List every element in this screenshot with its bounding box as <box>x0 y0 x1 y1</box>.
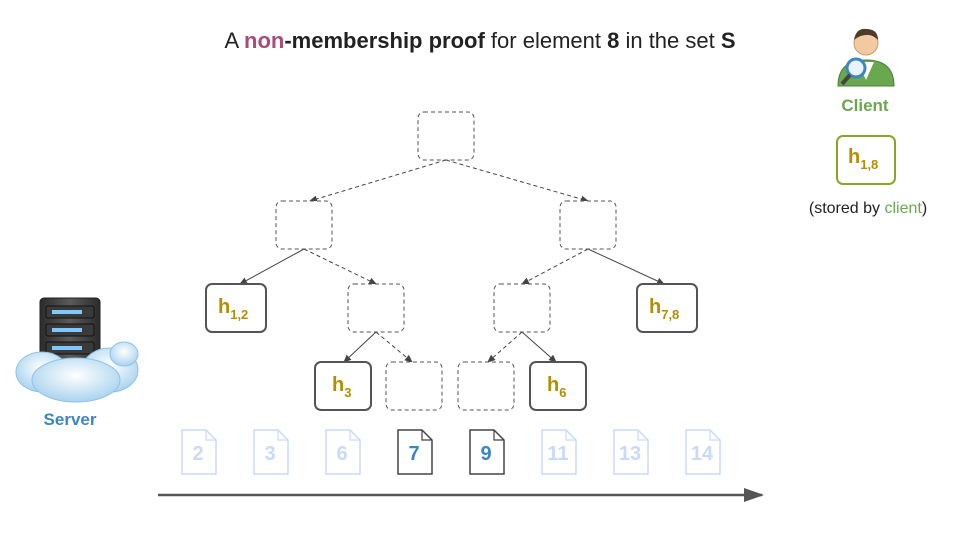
leaf-doc-6: 6 <box>325 429 361 475</box>
leaf-doc-shape <box>469 429 505 475</box>
edge-r-rl <box>521 248 589 285</box>
h3-sub: 3 <box>344 385 351 400</box>
leaf-doc-fold <box>277 430 288 441</box>
stored-by-client-note: (stored by client) <box>788 200 948 218</box>
leaf-doc-shape <box>181 429 217 475</box>
svg-text:h6: h6 <box>547 374 566 400</box>
leaf-doc-2: 2 <box>181 429 217 475</box>
title-membership-proof: -membership proof <box>284 28 485 53</box>
title-middle: for element <box>484 28 608 53</box>
node-root <box>417 111 475 161</box>
leaf-value-label: 9 <box>480 443 491 465</box>
edge-l-lr <box>303 248 377 285</box>
leaf-doc-fold <box>349 430 360 441</box>
leaf-doc-shape <box>325 429 361 475</box>
svg-text:h3: h3 <box>332 374 351 400</box>
node-h3 <box>314 361 372 411</box>
h78-sub: 7,8 <box>661 307 679 322</box>
server-label: Server <box>43 410 97 429</box>
note-suffix: ) <box>921 200 928 217</box>
leaf-doc-fold <box>493 430 504 441</box>
h78-base: h <box>649 296 661 318</box>
leaf-doc-7: 7 <box>397 429 433 475</box>
leaf-doc-fold <box>565 430 576 441</box>
svg-text:h1,2: h1,2 <box>218 296 248 322</box>
leaf-doc-fold <box>709 430 720 441</box>
node-h12 <box>205 283 267 333</box>
leaf-doc-3: 3 <box>253 429 289 475</box>
title-suffix: in the set <box>619 28 721 53</box>
leaf-value-label: 7 <box>408 443 419 465</box>
node-h18 <box>836 135 896 185</box>
leaf-doc-fold <box>205 430 216 441</box>
leaf-documents: 2 3 6 7 9 11 13 14 <box>181 429 721 475</box>
note-prefix: (stored by <box>808 200 885 217</box>
h18-base: h <box>848 146 860 168</box>
edge-root-right <box>445 159 589 203</box>
edge-lr-h3 <box>343 331 377 363</box>
tree-edges <box>239 159 665 363</box>
leaf-value-label: 2 <box>192 443 203 465</box>
node-leaf-9-hash <box>457 361 515 411</box>
title-prefix: A <box>224 28 245 53</box>
leaf-value-label: 6 <box>336 443 347 465</box>
leaf-value-label: 11 <box>547 443 568 465</box>
client-user-icon <box>837 28 895 87</box>
edge-rl-h6 <box>521 331 557 363</box>
leaf-doc-shape <box>397 429 433 475</box>
diagram-title: A non-membership proof for element 8 in … <box>0 28 960 54</box>
leaf-doc-fold <box>421 430 432 441</box>
h18-sub: 1,8 <box>860 157 878 172</box>
leaf-doc-14: 14 <box>685 429 721 475</box>
title-non: non <box>244 28 285 53</box>
leaf-value-label: 13 <box>619 443 641 465</box>
h12-sub: 1,2 <box>230 307 248 322</box>
leaf-doc-shape <box>685 429 721 475</box>
server-icon <box>15 297 139 403</box>
edge-l-h12 <box>239 248 305 285</box>
title-element: 8 <box>607 28 620 53</box>
h12-base: h <box>218 296 230 318</box>
leaf-doc-shape <box>613 429 649 475</box>
leaf-value-label: 14 <box>691 443 714 465</box>
h6-sub: 6 <box>559 385 566 400</box>
leaf-doc-9: 9 <box>469 429 505 475</box>
leaf-doc-fold <box>637 430 648 441</box>
note-client: client <box>884 200 922 217</box>
node-h78 <box>636 283 698 333</box>
leaf-doc-13: 13 <box>613 429 649 475</box>
leaf-doc-shape <box>541 429 577 475</box>
svg-text:h7,8: h7,8 <box>649 296 679 322</box>
title-set-name: S <box>720 28 736 53</box>
edge-lr-leaf7 <box>375 331 413 363</box>
node-leaf-7-hash <box>385 361 443 411</box>
edge-rl-leaf9 <box>487 331 523 363</box>
node-h6 <box>529 361 587 411</box>
node-right <box>559 200 617 250</box>
leaf-doc-11: 11 <box>541 429 577 475</box>
edge-root-left <box>309 159 447 203</box>
proof-nodes: h1,2 h7,8 h3 h6 <box>205 283 698 411</box>
leaf-value-label: 3 <box>264 443 275 465</box>
client-stored-hash: h1,8 <box>836 135 896 185</box>
h6-base: h <box>547 374 559 396</box>
unknown-nodes <box>275 111 617 411</box>
leaf-doc-shape <box>253 429 289 475</box>
node-right-left <box>493 283 551 333</box>
node-left-right <box>347 283 405 333</box>
edge-r-h78 <box>587 248 665 285</box>
h3-base: h <box>332 374 344 396</box>
node-left <box>275 200 333 250</box>
client-label: Client <box>841 96 889 115</box>
svg-text:h1,8: h1,8 <box>848 146 878 172</box>
